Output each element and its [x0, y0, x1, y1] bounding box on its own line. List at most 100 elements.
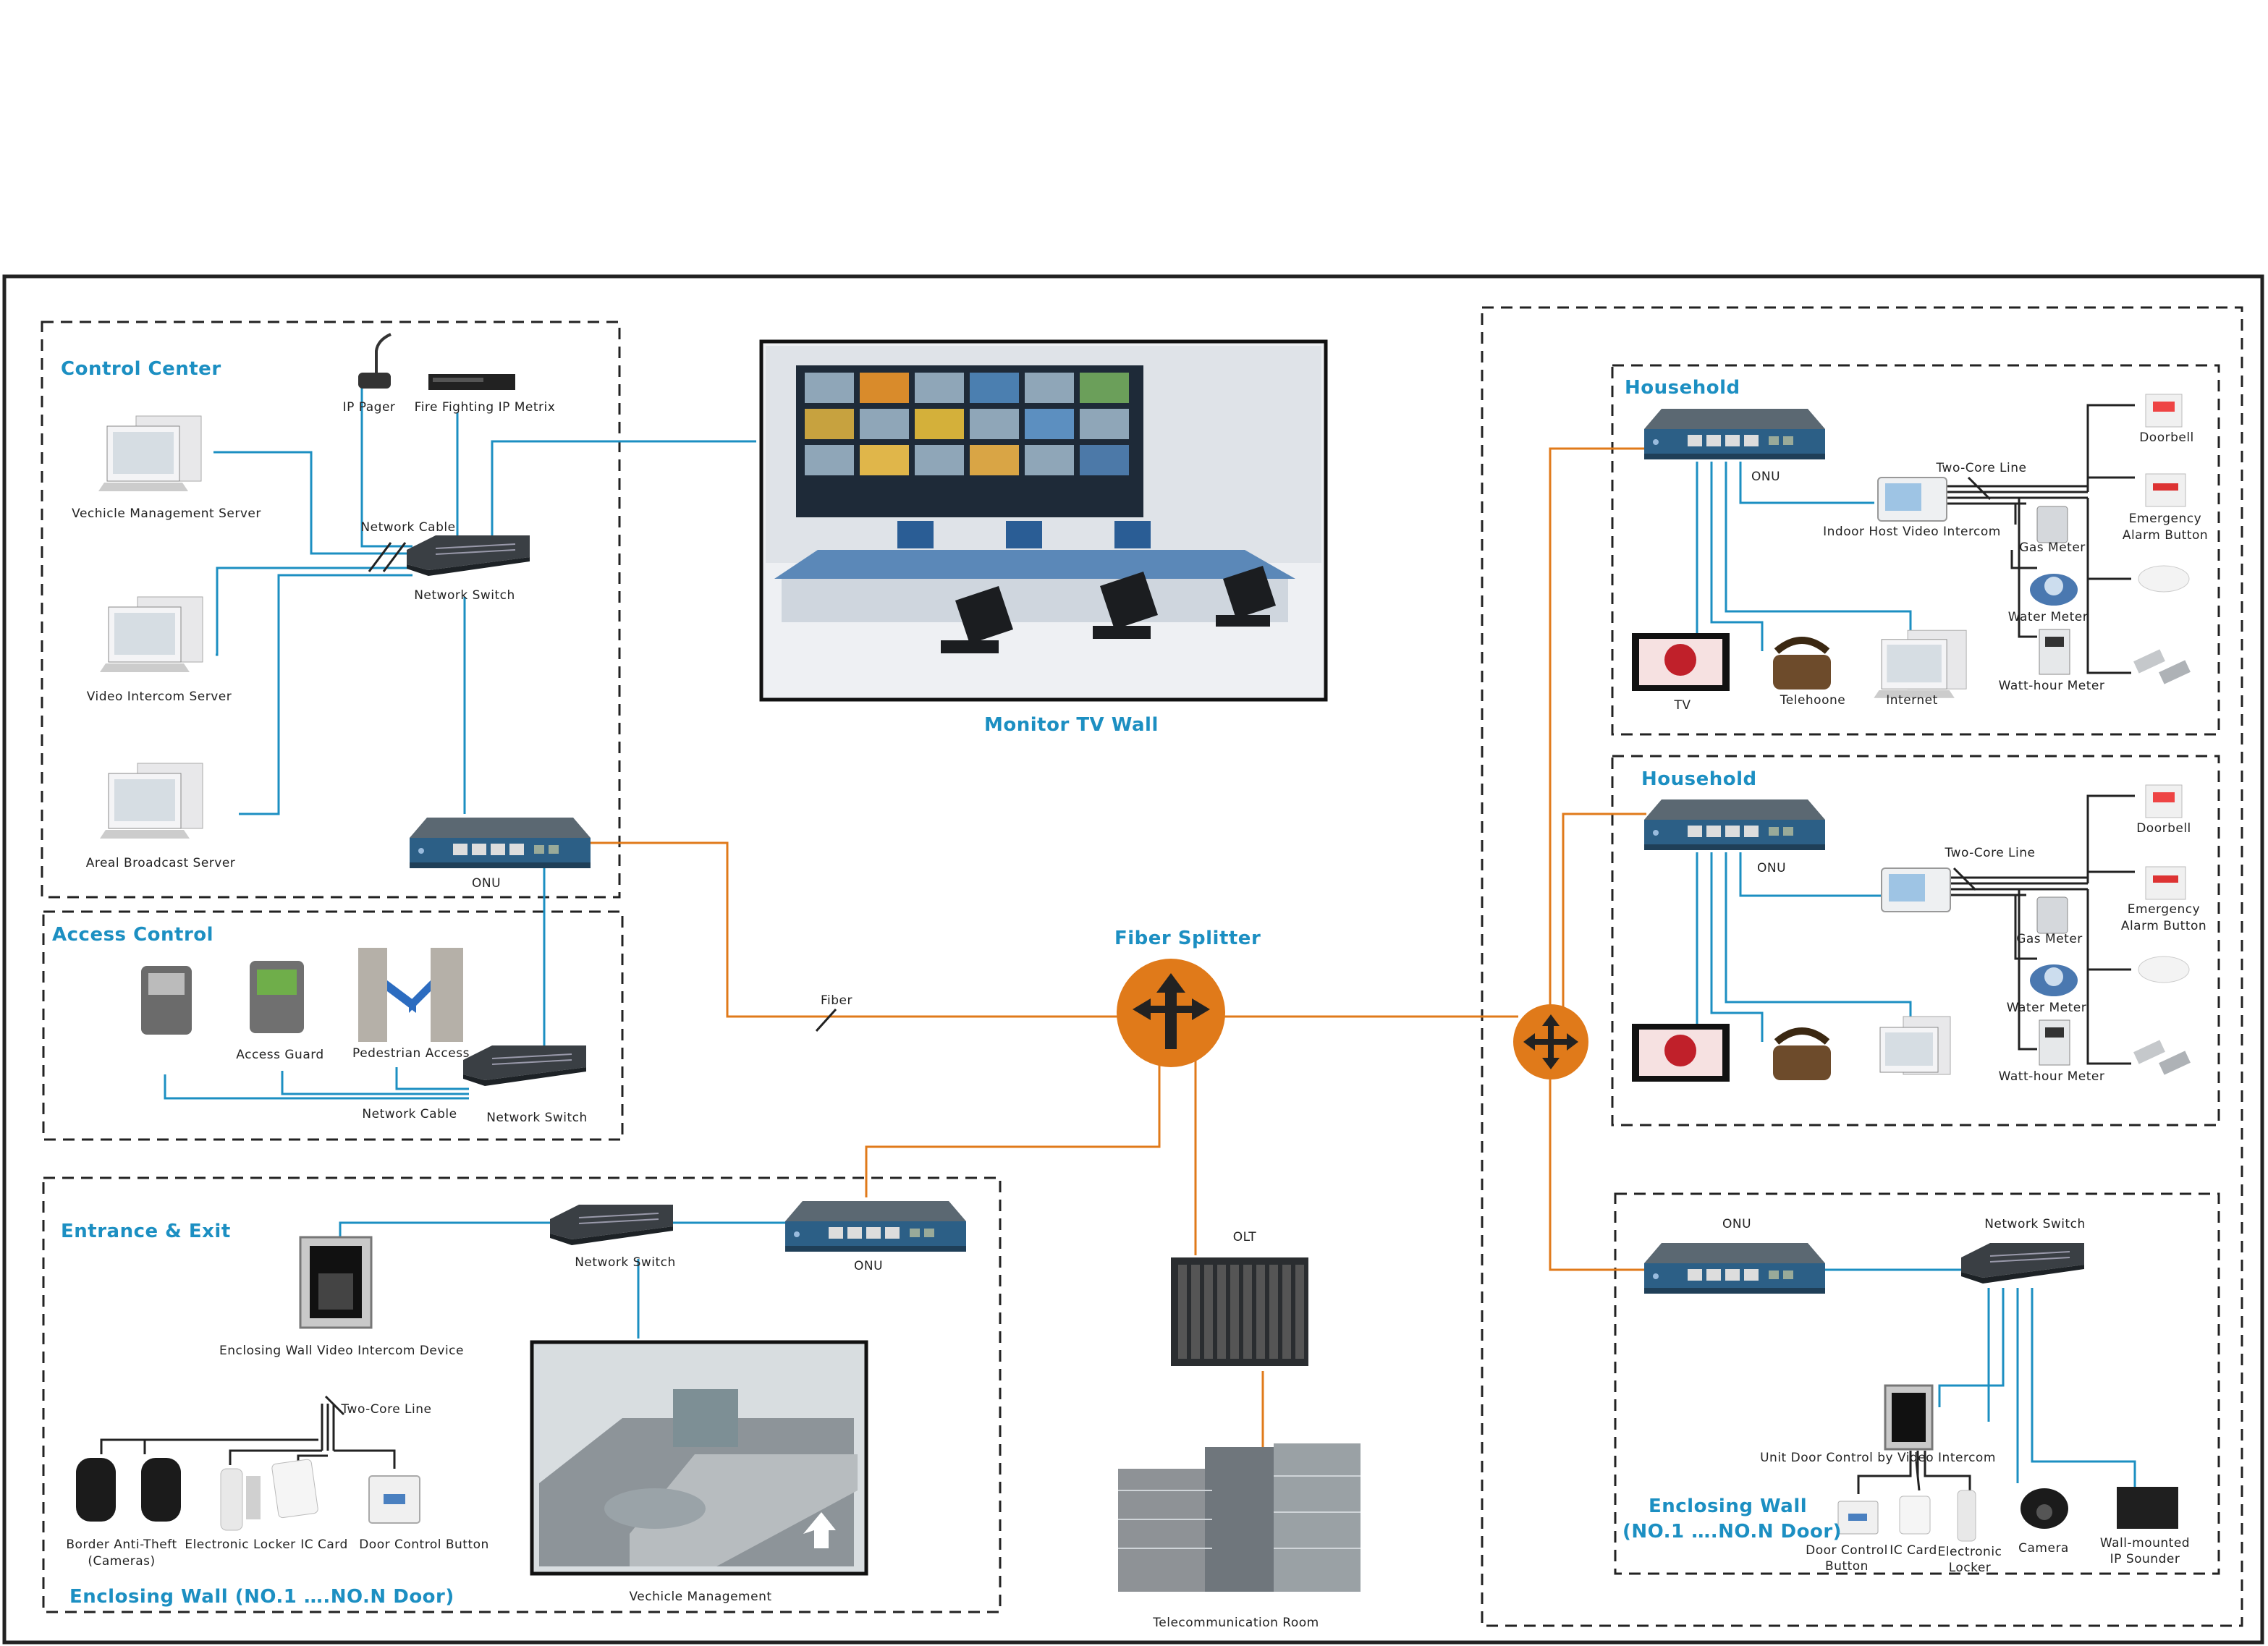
border-anti-theft-label: Border Anti-Theft — [66, 1537, 177, 1552]
water-meter-h1-label: Water Meter — [2008, 610, 2088, 624]
video-intercom-server-label: Video Intercom Server — [87, 690, 232, 704]
tv-label: TV — [1673, 698, 1691, 713]
network-cable-ac-label: Network Cable — [362, 1107, 457, 1121]
pedestrian-access-icon — [358, 948, 463, 1042]
fiber-splitter-title: Fiber Splitter — [1114, 928, 1261, 949]
card-reader-icon — [141, 966, 192, 1035]
network-switch-ee-label: Network Switch — [575, 1255, 676, 1270]
network-switch-ac-label: Network Switch — [486, 1111, 588, 1125]
onu-ew-label: ONU — [1722, 1217, 1751, 1231]
onu-ew-icon — [1644, 1243, 1825, 1294]
network-switch-ee-icon — [549, 1204, 674, 1246]
internet-pc-h2-icon — [1879, 1016, 1951, 1075]
vehicle-management-label: Vechicle Management — [629, 1590, 771, 1604]
outer-frame — [2, 274, 2264, 1645]
doorbell-h1-icon — [2145, 394, 2183, 428]
gas-meter-h1-label: Gas Meter — [2019, 540, 2086, 555]
onu-cc-icon — [410, 818, 591, 868]
enclosing-wall-right-box — [1614, 1192, 2220, 1575]
fire-fighting-matrix-icon — [428, 374, 515, 390]
gas-meter-h2-label: Gas Meter — [2016, 932, 2083, 946]
ic-card-ew-icon — [1899, 1496, 1931, 1535]
two-core-line-h2-label: Two-Core Line — [1944, 846, 2035, 860]
monitor-tv-wall-image — [759, 339, 1328, 702]
ip-pager-icon — [358, 333, 392, 389]
areal-broadcast-server-label: Areal Broadcast Server — [86, 856, 236, 870]
electronic-locker-ew-icon — [1957, 1490, 1976, 1542]
enclosing-wall-right-title-1: Enclosing Wall — [1649, 1496, 1807, 1517]
locker-ew-label: Locker — [1949, 1561, 1992, 1575]
enclosing-wall-device-label: Enclosing Wall Video Intercom Device — [219, 1344, 464, 1358]
gas-meter-h2-icon — [2036, 896, 2068, 934]
smoke-detector-h2-icon — [2138, 956, 2190, 983]
onu-cc-label: ONU — [472, 876, 501, 891]
onu-ee-icon — [785, 1201, 966, 1252]
door-control-button-ee-label: Door Control Button — [359, 1537, 489, 1552]
access-guard-icon — [250, 961, 304, 1033]
emergency-alarm-button-h2-icon — [2145, 866, 2186, 900]
network-switch-ew-label: Network Switch — [1984, 1217, 2086, 1231]
onu-h2-label: ONU — [1757, 861, 1786, 875]
access-control-box — [42, 910, 624, 1141]
emergency-h2-label: Emergency — [2128, 902, 2200, 917]
enclosing-wall-left-title: Enclosing Wall (NO.1 ….NO.N Door) — [69, 1586, 454, 1608]
door-sensor-h1-icon — [2133, 649, 2191, 684]
olt-label: OLT — [1233, 1230, 1257, 1244]
camera-ew-label: Camera — [2018, 1541, 2069, 1556]
watt-hour-meter-h1-icon — [2039, 629, 2070, 675]
two-core-line-h1-label: Two-Core Line — [1935, 461, 2026, 475]
household-box-2 — [1611, 755, 2220, 1127]
door-control-ew-label: Door Control — [1806, 1543, 1888, 1558]
fiber-splitter-small-icon — [1513, 1004, 1588, 1079]
vehicle-management-image — [530, 1340, 868, 1576]
telecommunication-building-icon — [1118, 1443, 1361, 1592]
electronic-ew-label: Electronic — [1938, 1545, 2002, 1559]
onu-ee-label: ONU — [854, 1259, 883, 1273]
telephone-h2-icon — [1773, 1027, 1831, 1080]
ic-card-ew-label: IC Card — [1890, 1543, 1937, 1558]
vehicle-management-server-icon — [98, 415, 202, 492]
ip-pager-label: IP Pager — [343, 400, 396, 415]
tv-h1-icon — [1632, 633, 1730, 691]
electronic-locker-ee-label: Electronic Locker — [185, 1537, 295, 1552]
enclosing-wall-intercom-icon — [299, 1236, 373, 1329]
internet-pc-h1-icon — [1873, 629, 1967, 699]
wall-mounted-ip-sounder-icon — [2117, 1487, 2178, 1529]
onu-h2-icon — [1644, 799, 1825, 850]
network-switch-ac-icon — [462, 1045, 587, 1087]
wall-sounder-sublabel: IP Sounder — [2110, 1552, 2180, 1566]
emergency-alarm-button-h1-icon — [2145, 473, 2186, 507]
onu-h1-label: ONU — [1751, 470, 1780, 484]
water-meter-h2-label: Water Meter — [2007, 1001, 2086, 1015]
telecom-room-label: Telecommunication Room — [1152, 1616, 1319, 1630]
control-center-title: Control Center — [61, 358, 221, 380]
water-meter-h2-icon — [2030, 964, 2078, 996]
border-anti-theft-sublabel: (Cameras) — [88, 1554, 155, 1569]
unit-door-control-label: Unit Door Control by Video Intercom — [1760, 1451, 1996, 1465]
household-title-2: Household — [1641, 768, 1757, 790]
telephone-h1-icon — [1773, 637, 1831, 690]
alarm-button-h1-label: Alarm Button — [2123, 528, 2208, 543]
residential-box — [1481, 306, 2243, 1627]
ic-card-ee-label: IC Card — [300, 1537, 348, 1552]
tv-h2-icon — [1632, 1024, 1730, 1082]
watt-hour-meter-h2-icon — [2039, 1019, 2070, 1066]
household-box-1 — [1611, 364, 2220, 736]
watt-hour-meter-h1-label: Watt-hour Meter — [1999, 679, 2105, 693]
entrance-exit-title: Entrance & Exit — [61, 1221, 231, 1242]
olt-icon — [1171, 1257, 1308, 1366]
electronic-locker-icon — [220, 1468, 261, 1531]
watt-hour-meter-h2-label: Watt-hour Meter — [1999, 1069, 2105, 1084]
control-center-box — [41, 321, 621, 899]
wall-sounder-label: Wall-mounted — [2100, 1536, 2190, 1550]
pedestrian-access-label: Pedestrian Access — [352, 1046, 470, 1061]
fiber-label: Fiber — [821, 993, 852, 1008]
unit-door-control-intercom-icon — [1884, 1384, 1934, 1451]
household-title-1: Household — [1625, 377, 1740, 399]
video-intercom-server-icon — [99, 596, 203, 673]
smoke-detector-h1-icon — [2138, 565, 2190, 593]
doorbell-h2-label: Doorbell — [2136, 821, 2191, 836]
door-control-button-icon — [368, 1475, 420, 1524]
fire-fighting-label: Fire Fighting IP Metrix — [415, 400, 556, 415]
